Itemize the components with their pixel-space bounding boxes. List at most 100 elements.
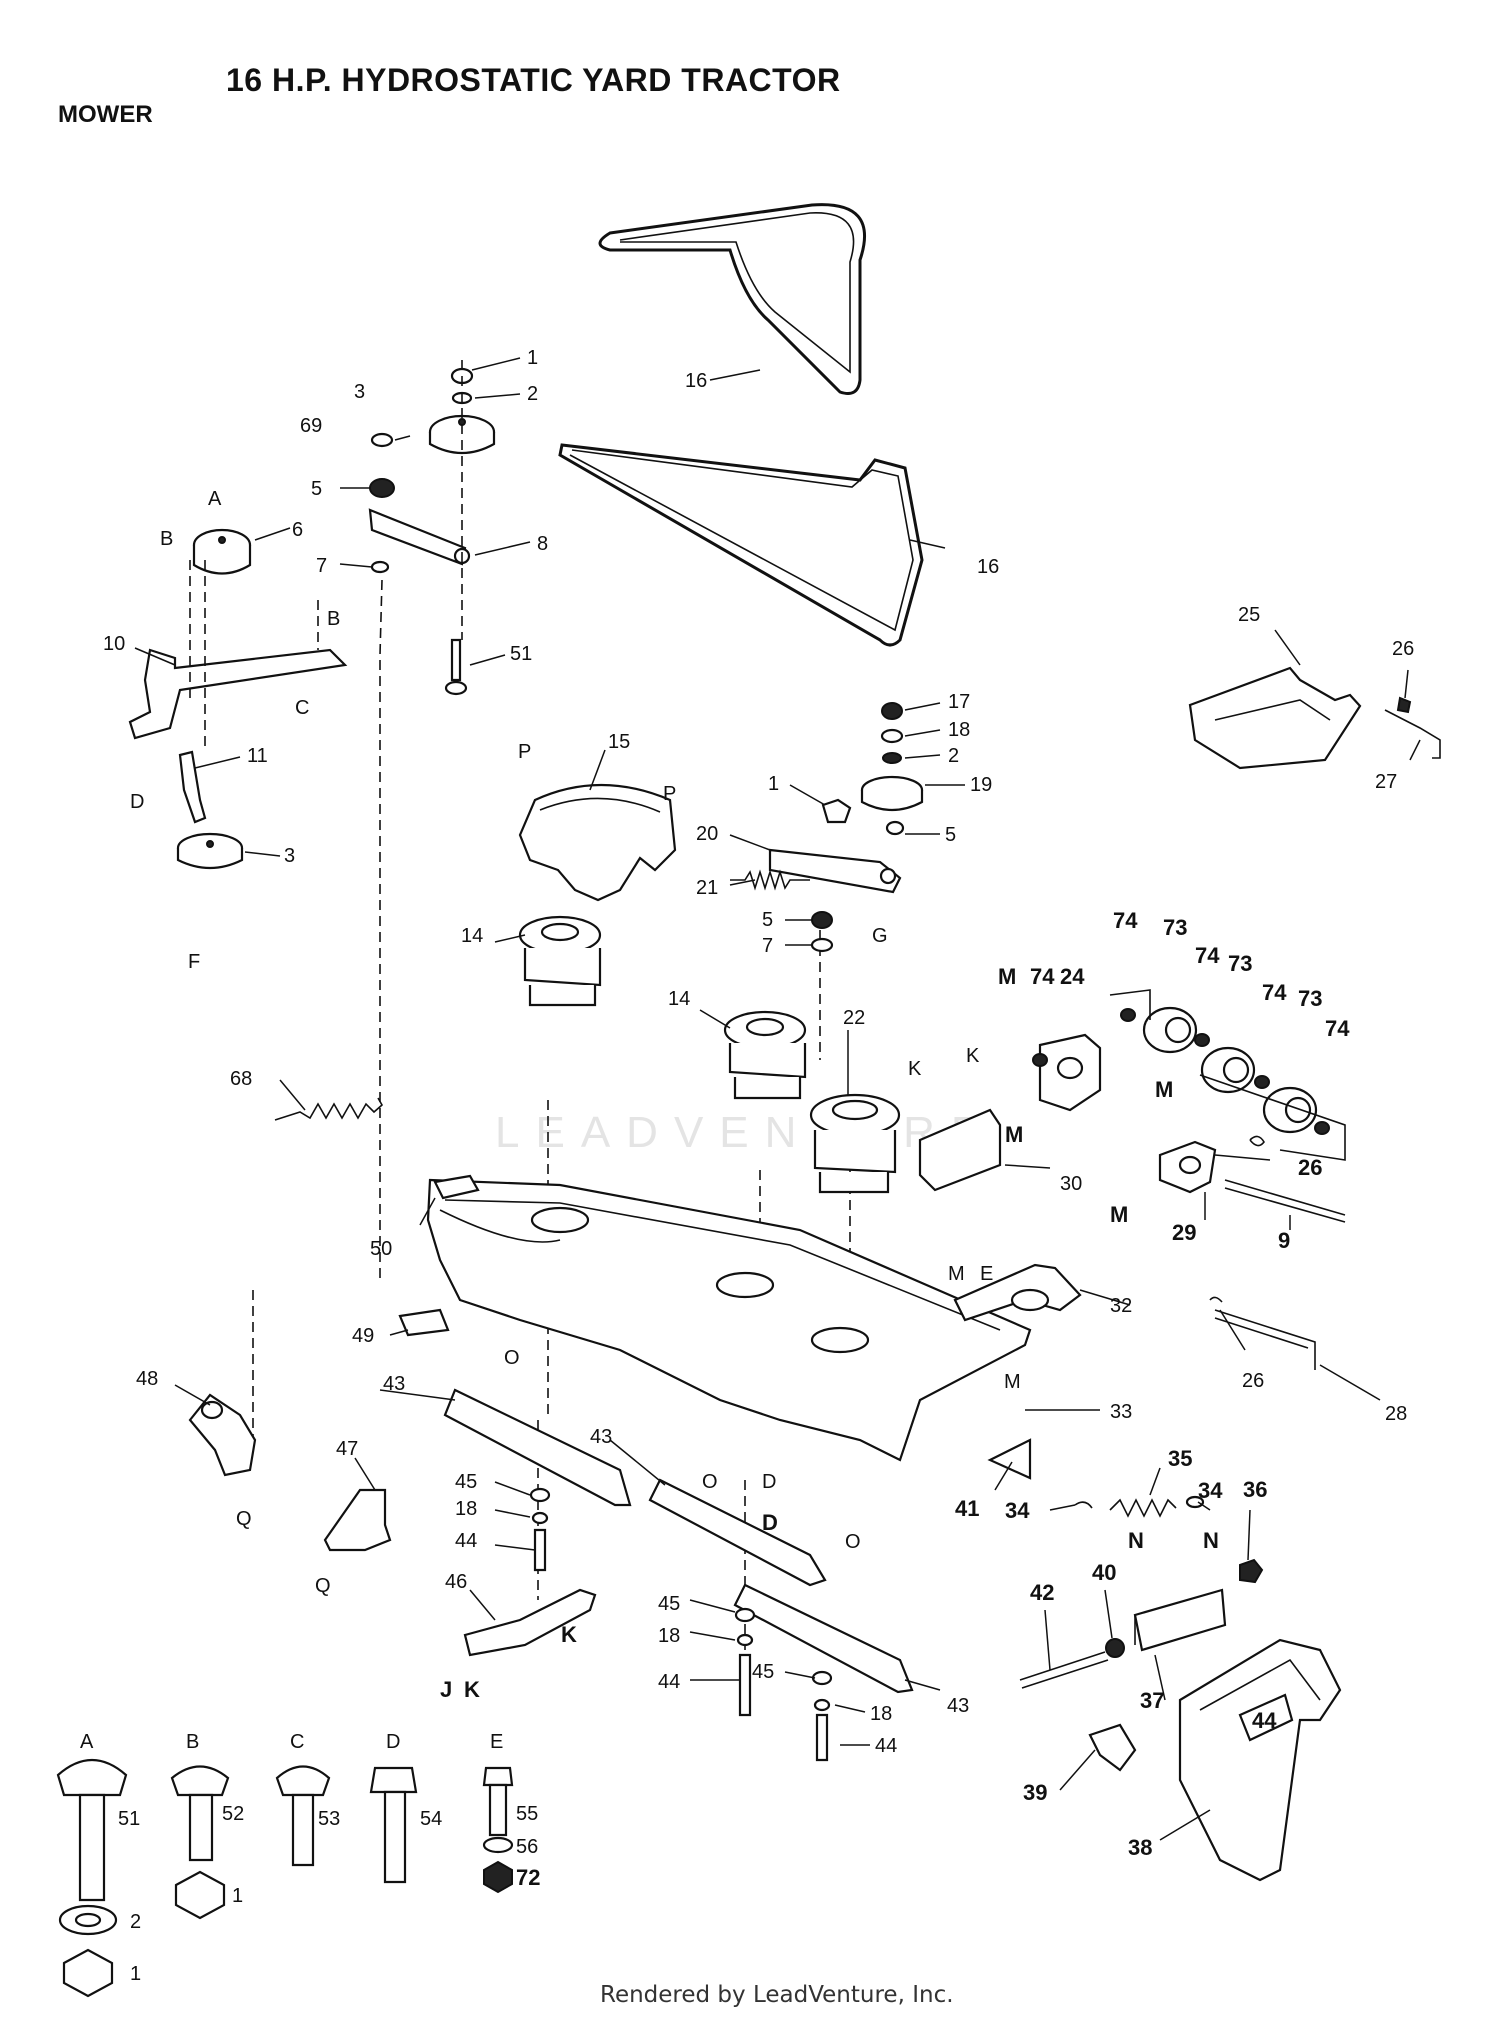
callout-73b: 73: [1228, 951, 1252, 976]
deck-badge: 44: [1252, 1708, 1277, 1733]
callout-22: 22: [843, 1007, 865, 1029]
callout-45c: 45: [752, 1661, 774, 1683]
callout-9: 9: [1278, 1228, 1290, 1253]
ref-letter-o2: O: [702, 1471, 718, 1493]
callout-74a: 74: [1113, 908, 1138, 933]
ref-letter-p1: P: [518, 741, 531, 763]
ref-letter-m5: M: [948, 1263, 965, 1285]
callout-73a: 73: [1163, 915, 1187, 940]
callout-5c: 5: [762, 909, 773, 931]
ref-letter-m6: M: [1004, 1371, 1021, 1393]
callout-74d: 74: [1325, 1016, 1350, 1041]
callout-74e: 74: [1030, 964, 1055, 989]
ref-letter-m4: M: [1110, 1202, 1128, 1227]
mower-belt-upper: [598, 203, 866, 395]
callout-3a: 3: [354, 381, 365, 403]
ref-letter-a: A: [208, 488, 222, 510]
callout-2b: 2: [948, 745, 959, 767]
callout-28: 28: [1385, 1403, 1407, 1425]
callout-h54: 54: [420, 1808, 442, 1830]
ref-letter-e: E: [980, 1263, 993, 1285]
callout-18b: 18: [455, 1498, 477, 1520]
callout-1a: 1: [527, 347, 538, 369]
bracket-47: [323, 1488, 392, 1552]
callout-33: 33: [1110, 1401, 1132, 1423]
baffle-30: [918, 1108, 1002, 1192]
gauge-wheel-bracket-24: [1038, 1033, 1102, 1112]
callout-3b: 3: [284, 845, 295, 867]
hex-nut-1a: [174, 1870, 226, 1920]
gauge-wheel-bracket-29: [1158, 1140, 1217, 1194]
callout-19: 19: [970, 774, 992, 796]
bracket-48: [188, 1393, 257, 1477]
blade-hardware-left: [529, 1487, 551, 1572]
clip-26b: [1249, 1135, 1265, 1147]
callout-h55: 55: [516, 1803, 538, 1825]
ref-letter-d2: D: [762, 1471, 776, 1493]
ref-letter-k3: K: [561, 1622, 577, 1647]
washer-2b: [882, 752, 902, 764]
callout-68: 68: [230, 1068, 252, 1090]
hex-bolt-54: [369, 1766, 418, 1884]
diagram-title: 16 H.P. HYDROSTATIC YARD TRACTOR: [226, 62, 841, 98]
hex-bolt-55: [482, 1766, 514, 1837]
callout-18d: 18: [870, 1703, 892, 1725]
decal-50: [433, 1174, 480, 1200]
callout-h1a: 1: [232, 1885, 243, 1907]
roller-73c: [1262, 1086, 1318, 1134]
callout-h56: 56: [516, 1836, 538, 1858]
ref-letter-q2: Q: [315, 1575, 331, 1597]
washer-7b: [810, 937, 834, 953]
ref-letter-hc: C: [290, 1731, 304, 1753]
flat-idler-6: [192, 528, 252, 575]
callout-7b: 7: [762, 935, 773, 957]
diagram-subtitle: MOWER: [58, 101, 153, 128]
callout-18c: 18: [658, 1625, 680, 1647]
callout-44c: 44: [875, 1735, 897, 1757]
callout-32: 32: [1110, 1295, 1132, 1317]
decal-39: [1088, 1723, 1137, 1772]
leader-lines: [134, 357, 1421, 1841]
callout-30: 30: [1060, 1173, 1082, 1195]
ref-letter-o1: O: [504, 1347, 520, 1369]
lock-nut-72: [483, 1860, 513, 1894]
carriage-bolt-51: [56, 1758, 128, 1902]
callout-18a: 18: [948, 719, 970, 741]
ref-letter-p2: P: [663, 783, 676, 805]
callout-35: 35: [1168, 1446, 1192, 1471]
ref-letter-q1: Q: [236, 1508, 252, 1530]
callout-21: 21: [696, 877, 718, 899]
spring-68: [274, 1097, 384, 1121]
axle-rod-9: [1224, 1179, 1346, 1223]
callout-47: 47: [336, 1438, 358, 1460]
callout-5a: 5: [311, 478, 322, 500]
callout-17: 17: [948, 691, 970, 713]
callout-43c: 43: [947, 1695, 969, 1717]
callout-16b: 16: [977, 556, 999, 578]
callout-25: 25: [1238, 604, 1260, 626]
belt-guard-15: [518, 783, 677, 902]
callout-h53: 53: [318, 1808, 340, 1830]
callout-74c: 74: [1262, 980, 1287, 1005]
stabilizer-46: [463, 1588, 597, 1657]
clip-26a: [1396, 696, 1412, 714]
hex-nut-1b: [62, 1948, 114, 1998]
callout-50: 50: [370, 1238, 392, 1260]
callout-48: 48: [136, 1368, 158, 1390]
callout-44a: 44: [455, 1530, 477, 1552]
callout-74b: 74: [1195, 943, 1220, 968]
pin-34b: [1185, 1495, 1205, 1509]
callout-h2: 2: [130, 1911, 141, 1933]
ref-letter-b2: B: [327, 608, 340, 630]
ref-letter-d3: D: [762, 1510, 778, 1535]
pin-34a: [1074, 1501, 1093, 1509]
callout-14a: 14: [461, 925, 483, 947]
bolt-51a: [444, 638, 468, 696]
callout-69: 69: [300, 415, 322, 437]
callout-8: 8: [537, 533, 548, 555]
bracket-37: [1133, 1588, 1227, 1652]
idler-pulley-19: [860, 775, 924, 812]
spacer-69: [370, 432, 394, 448]
callout-1b: 1: [768, 773, 779, 795]
pin-27: [1384, 709, 1441, 759]
